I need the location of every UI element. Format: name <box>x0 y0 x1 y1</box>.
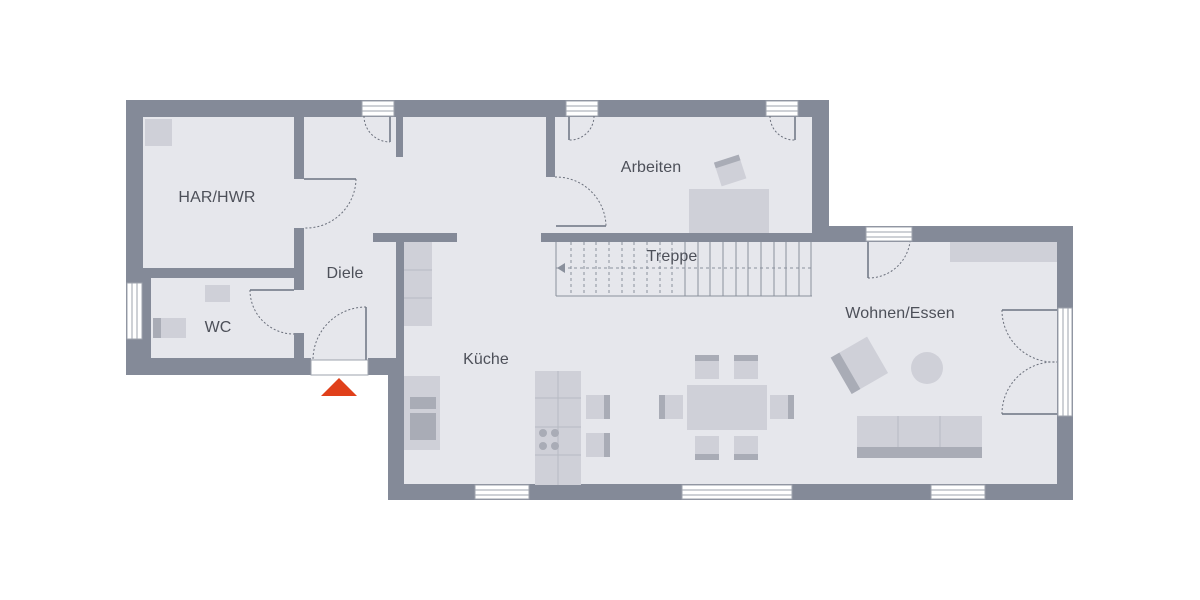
room-label-kueche: Küche <box>463 351 509 368</box>
room-label-wc: WC <box>204 319 232 336</box>
doors <box>249 115 1058 415</box>
room-label-wohnen-essen: Wohnen/Essen <box>845 305 955 322</box>
windows <box>126 100 1073 500</box>
stair-direction-arrow-icon <box>557 263 565 273</box>
furniture <box>145 119 1057 485</box>
room-label-diele: Diele <box>326 265 364 282</box>
interior-walls <box>143 117 813 360</box>
cooktop-icon <box>539 429 559 450</box>
room-label-har-hwr: HAR/HWR <box>178 189 256 206</box>
room-label-arbeiten: Arbeiten <box>620 159 682 176</box>
entrance-arrow-icon <box>321 378 357 396</box>
staircase <box>555 242 812 297</box>
room-label-treppe: Treppe <box>646 248 698 265</box>
